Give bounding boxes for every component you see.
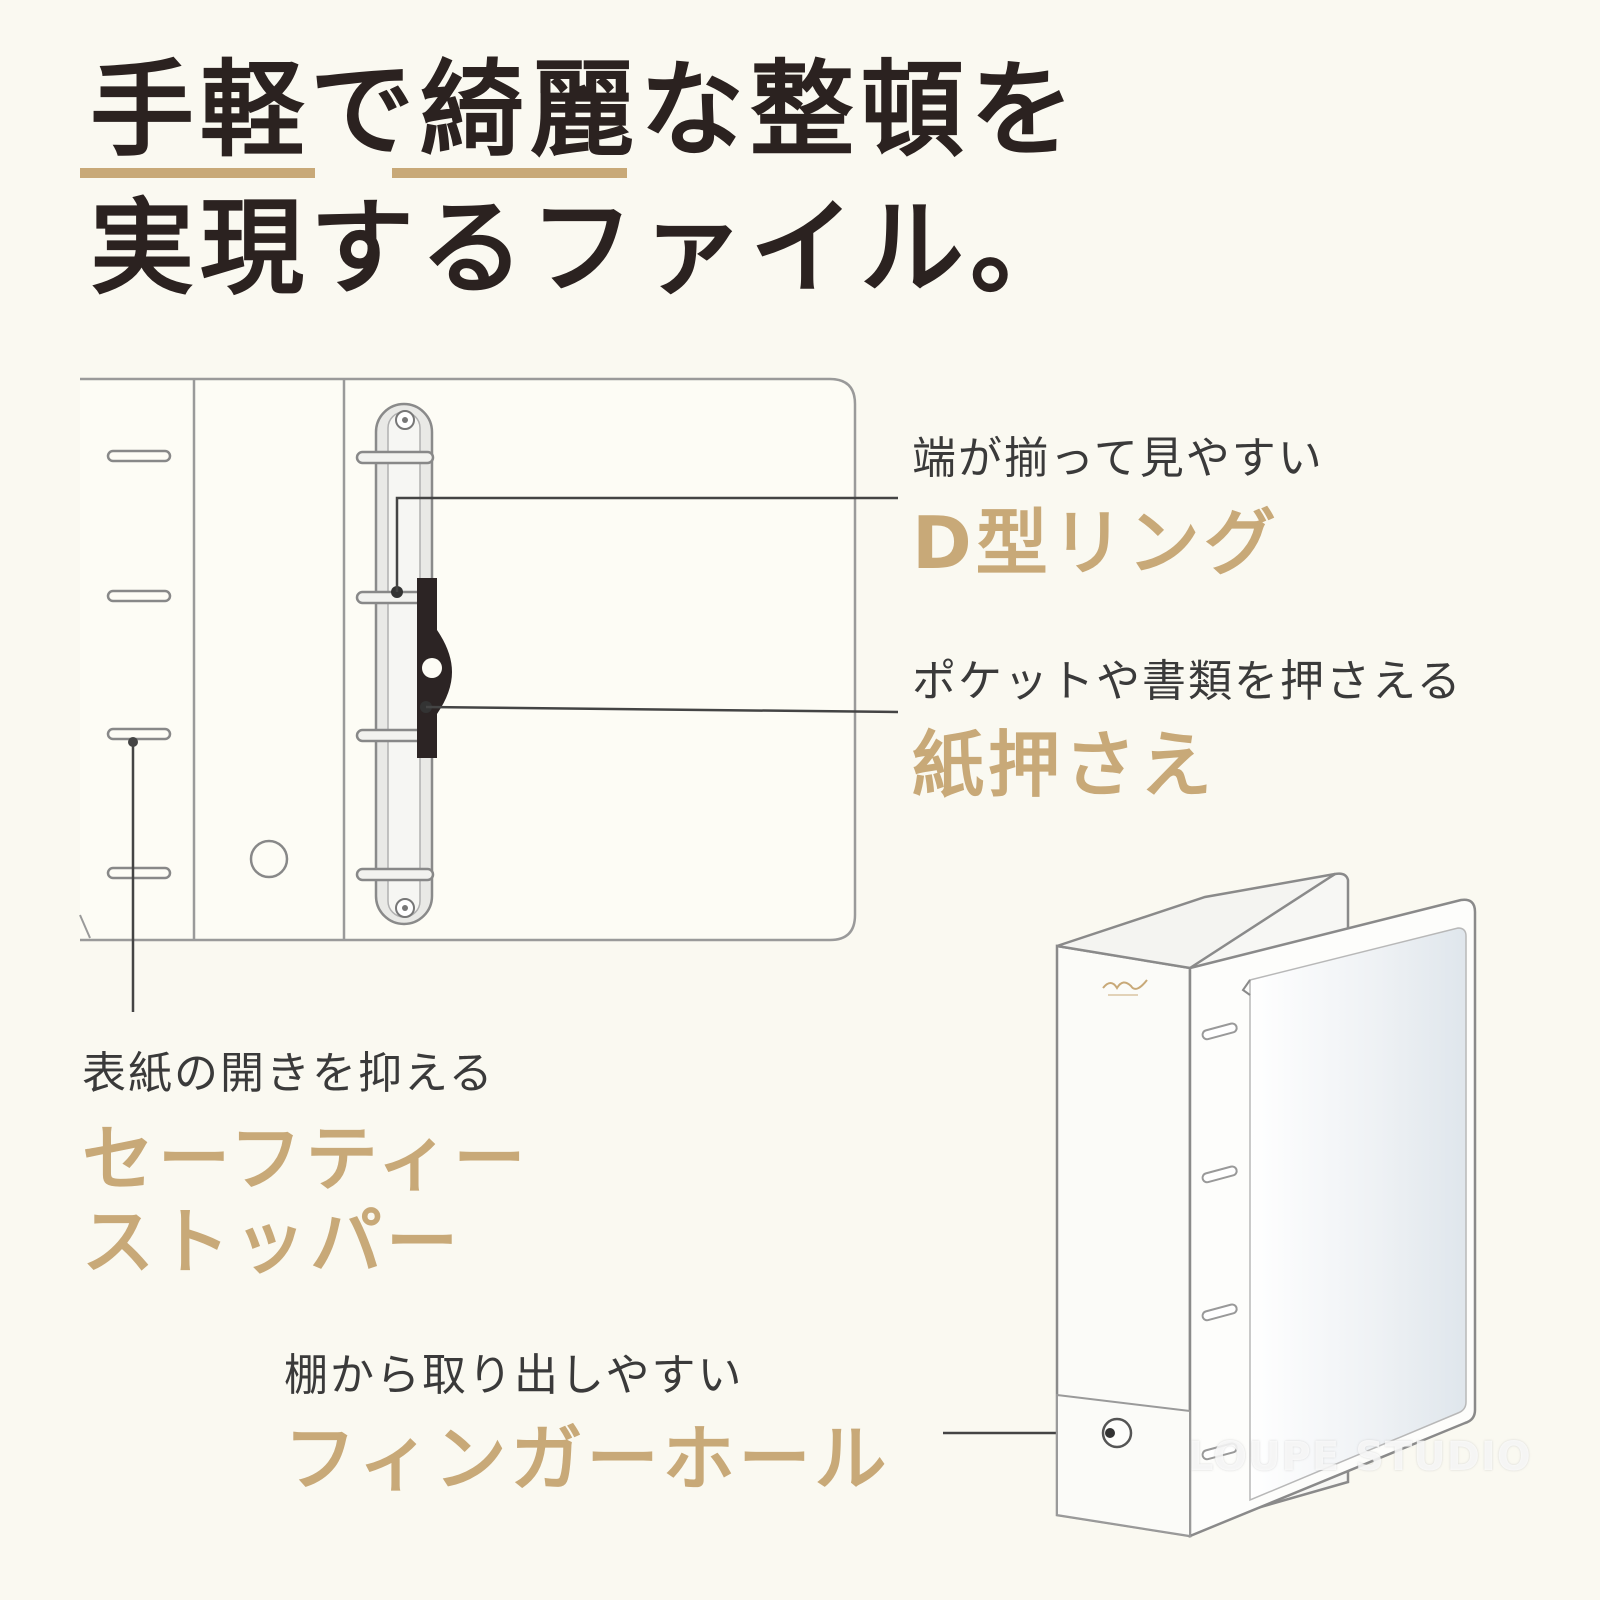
- headline-underline-1: [80, 168, 315, 178]
- d-ring-title: D型リング: [912, 501, 1280, 585]
- watermark: LOUPE STUDIO: [1188, 1434, 1532, 1480]
- clear-pocket: [1249, 927, 1467, 1502]
- cover-slot: [106, 449, 172, 880]
- front-cover-slot: [1201, 1022, 1238, 1461]
- spine-finger-hole: [249, 839, 289, 879]
- paper-holder-subtitle: ポケットや書類を押さえる: [912, 656, 1463, 707]
- binder-top: [1056, 872, 1336, 970]
- headline-line2: 実現するファイル。: [90, 187, 1081, 309]
- paper-holder-hole: [422, 658, 442, 678]
- finger-hole-subtitle: 棚から取り出しやすい: [284, 1350, 744, 1401]
- d-ring-leader-line: [395, 496, 898, 592]
- finger-hole-title: フィンガーホール: [284, 1417, 891, 1501]
- d-ring-subtitle: 端が揃って見やすい: [912, 433, 1324, 484]
- closed-binder-finger-hole: [1101, 1417, 1133, 1449]
- paper-holder-leader-line: [425, 705, 899, 714]
- headline-line1: 手軽で綺麗な整頓を: [90, 49, 1081, 171]
- headline-underline-2: [392, 168, 627, 178]
- cover-corner-mark: [79, 914, 91, 939]
- binder-cover-outline: [80, 377, 857, 942]
- brand-logo-mark: [1102, 979, 1148, 990]
- safety-stopper-title-line1: セーフティー: [82, 1117, 530, 1201]
- spine-label-area: [1056, 1393, 1191, 1538]
- safety-stopper-subtitle: 表紙の開きを抑える: [82, 1048, 495, 1099]
- safety-stopper-title-line2: ストッパー: [82, 1200, 463, 1284]
- paper-holder-title: 紙押さえ: [912, 723, 1217, 807]
